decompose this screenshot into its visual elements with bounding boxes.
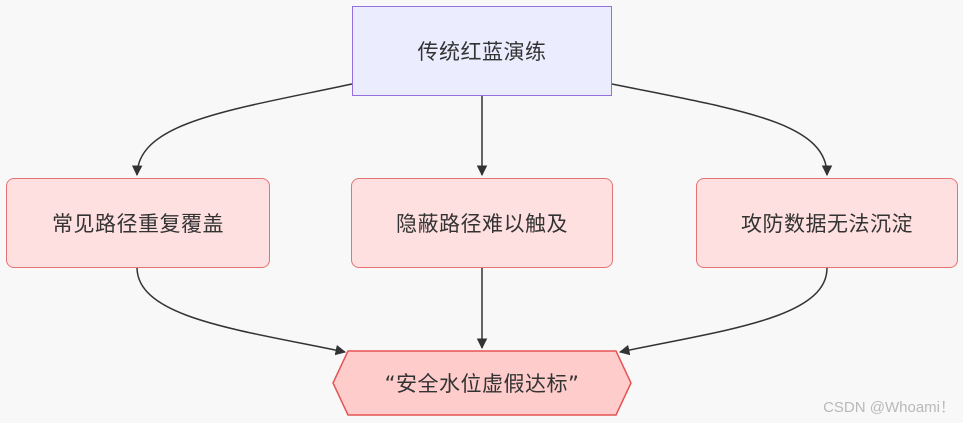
node-label: 隐蔽路径难以触及: [396, 212, 568, 236]
node-false-security-level: “安全水位虚假达标”: [332, 350, 632, 416]
edge-top-to-data-not-retained: [611, 83, 833, 177]
node-label: 常见路径重复覆盖: [52, 212, 224, 236]
hexagon-shape: [332, 350, 632, 416]
edge-data-not-retained-to-result: [618, 267, 828, 356]
watermark-text: CSDN @Whoami！: [823, 399, 955, 416]
edge-repeat-coverage-to-result: [136, 267, 347, 356]
node-label: 传统红蓝演练: [417, 40, 547, 64]
node-common-paths-repeated: 常见路径重复覆盖: [6, 178, 270, 268]
node-traditional-red-blue-exercise: 传统红蓝演练: [352, 6, 612, 96]
node-label: 攻防数据无法沉淀: [741, 212, 913, 236]
node-attack-defense-data-lost: 攻防数据无法沉淀: [696, 178, 958, 268]
node-label: “安全水位虚假达标”: [384, 372, 580, 396]
node-hidden-paths-unreached: 隐蔽路径难以触及: [351, 178, 613, 268]
edge-top-to-repeat-coverage: [131, 83, 353, 177]
